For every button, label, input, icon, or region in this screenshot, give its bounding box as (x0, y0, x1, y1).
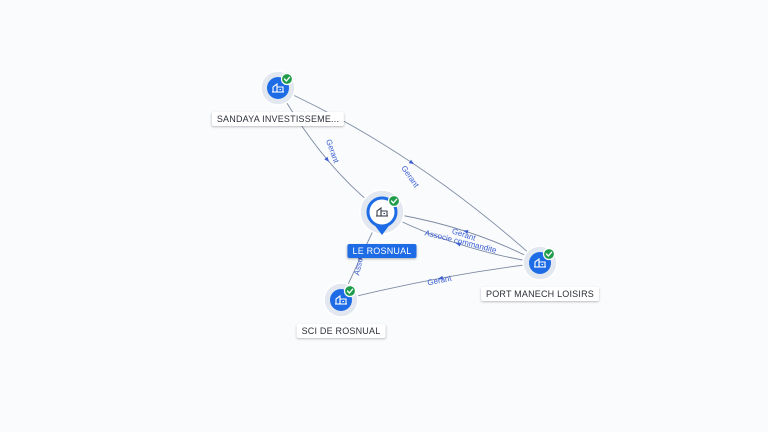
building-icon (534, 257, 546, 268)
edge-label: Gerant (399, 164, 421, 190)
verified-check-icon (343, 284, 357, 298)
edge-arrow-icon (437, 275, 444, 280)
node-sci[interactable] (323, 282, 359, 318)
node-label-sci[interactable]: SCI DE ROSNUAL (296, 324, 386, 338)
edge-label: Gerant (324, 138, 341, 165)
building-icon (272, 82, 284, 93)
verified-check-icon (387, 194, 401, 208)
edge-arrow-icon (463, 230, 469, 234)
node-label-port[interactable]: PORT MANECH LOISIRS (481, 287, 599, 301)
edge-arrow-icon (408, 159, 415, 165)
edge-arrow-icon (455, 242, 461, 247)
building-icon (376, 206, 388, 217)
edge-arrow-icon (324, 156, 330, 162)
node-sandaya[interactable] (260, 70, 296, 106)
verified-check-icon (280, 72, 294, 86)
node-port[interactable] (522, 245, 558, 281)
building-icon (335, 294, 347, 305)
edge-label: Gerant (427, 273, 454, 287)
verified-check-icon (542, 247, 556, 261)
edge-sandaya-rosnual: Gerant (277, 87, 383, 213)
node-label-rosnual[interactable]: LE ROSNUAL (347, 244, 417, 258)
node-label-sandaya[interactable]: SANDAYA INVESTISSEME... (211, 112, 345, 126)
node-rosnual[interactable] (359, 189, 405, 235)
